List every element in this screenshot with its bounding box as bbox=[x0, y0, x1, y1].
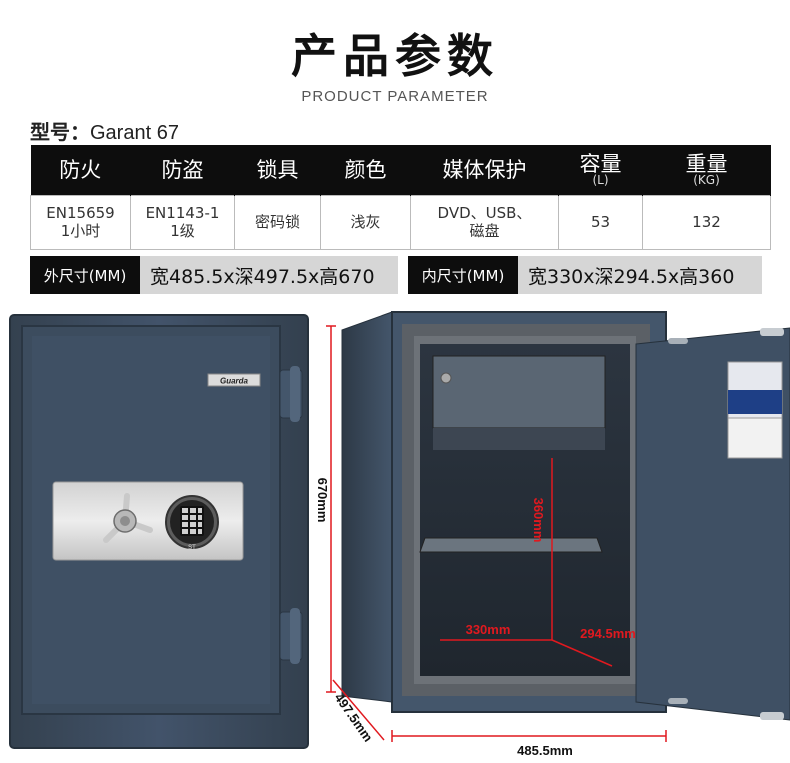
model-value: Garant 67 bbox=[90, 122, 179, 144]
keypad: ST bbox=[165, 495, 219, 551]
handle-icon bbox=[103, 493, 153, 543]
outer-height-label: 670mm bbox=[315, 478, 330, 523]
open-safe bbox=[341, 311, 790, 721]
inner-depth-label: 294.5mm bbox=[580, 626, 636, 641]
outer-dimensions: 外尺寸(MM) 宽485.5x深497.5x高670 bbox=[30, 256, 398, 294]
page-title: 产品参数 bbox=[291, 29, 499, 83]
page-subtitle: PRODUCT PARAMETER bbox=[301, 88, 489, 105]
cell-lock: 密码锁 bbox=[234, 194, 321, 250]
cell-media: DVD、USB、磁盘 bbox=[410, 194, 559, 250]
drawer-lock-icon bbox=[440, 372, 452, 384]
outer-dim-value: 宽485.5x深497.5x高670 bbox=[140, 256, 398, 294]
dimension-lines bbox=[326, 325, 667, 742]
inner-dimensions: 内尺寸(MM) 宽330x深294.5x高360 bbox=[408, 256, 762, 294]
inner-dim-value: 宽330x深294.5x高360 bbox=[518, 256, 762, 294]
brand-badge: Guarda bbox=[207, 373, 261, 387]
inner-width-label: 330mm bbox=[466, 622, 511, 637]
outer-width-label: 485.5mm bbox=[517, 743, 573, 758]
keypad-label: ST bbox=[188, 545, 196, 551]
cell-color: 浅灰 bbox=[320, 194, 411, 250]
inner-height-label: 360mm bbox=[531, 498, 546, 543]
door-label-2 bbox=[727, 417, 783, 459]
col-capacity: 容量(L) bbox=[558, 145, 643, 195]
upper-hinge bbox=[279, 366, 303, 422]
cell-weight: 132 bbox=[642, 194, 771, 250]
col-color: 颜色 bbox=[320, 145, 411, 195]
model-line: 型号：Garant 67 bbox=[30, 116, 179, 145]
col-fire: 防火 bbox=[30, 145, 131, 195]
product-photo: Guarda bbox=[0, 300, 790, 763]
model-label: 型号： bbox=[30, 120, 90, 144]
cell-capacity: 53 bbox=[558, 194, 643, 250]
col-theft: 防盗 bbox=[130, 145, 235, 195]
col-media: 媒体保护 bbox=[410, 145, 559, 195]
brand-text: Guarda bbox=[220, 377, 249, 386]
lower-hinge bbox=[279, 608, 303, 664]
weight-unit: (KG) bbox=[693, 172, 720, 187]
col-lock: 锁具 bbox=[234, 145, 321, 195]
closed-safe: Guarda bbox=[9, 314, 309, 749]
outer-dim-label: 外尺寸(MM) bbox=[30, 256, 140, 294]
inner-dim-label: 内尺寸(MM) bbox=[408, 256, 518, 294]
col-weight: 重量(KG) bbox=[642, 145, 771, 195]
spec-header-row: 防火 防盗 锁具 颜色 媒体保护 容量(L) 重量(KG) bbox=[30, 145, 771, 195]
capacity-unit: (L) bbox=[592, 172, 609, 187]
